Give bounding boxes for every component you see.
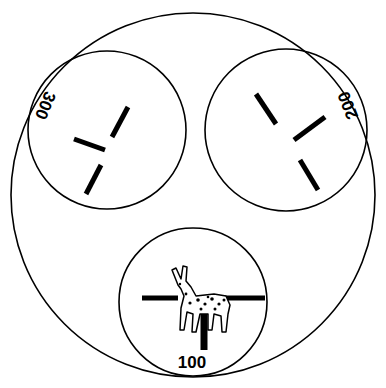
circle-outline	[119, 228, 267, 376]
circle-outline	[27, 50, 187, 210]
y-mark	[74, 107, 128, 194]
y-mark	[256, 94, 325, 190]
score-number: 100	[178, 354, 206, 371]
target-circle: 200	[204, 48, 368, 212]
circle-outline	[205, 49, 367, 211]
target-circle: 100	[118, 227, 268, 377]
target-circle: 300	[27, 50, 187, 210]
score-number: 200	[335, 89, 361, 122]
circle-outline	[28, 51, 186, 209]
deer-target	[142, 266, 265, 350]
circle-outline	[204, 48, 368, 212]
score-number: 300	[32, 89, 58, 122]
outer-ring	[11, 13, 375, 377]
